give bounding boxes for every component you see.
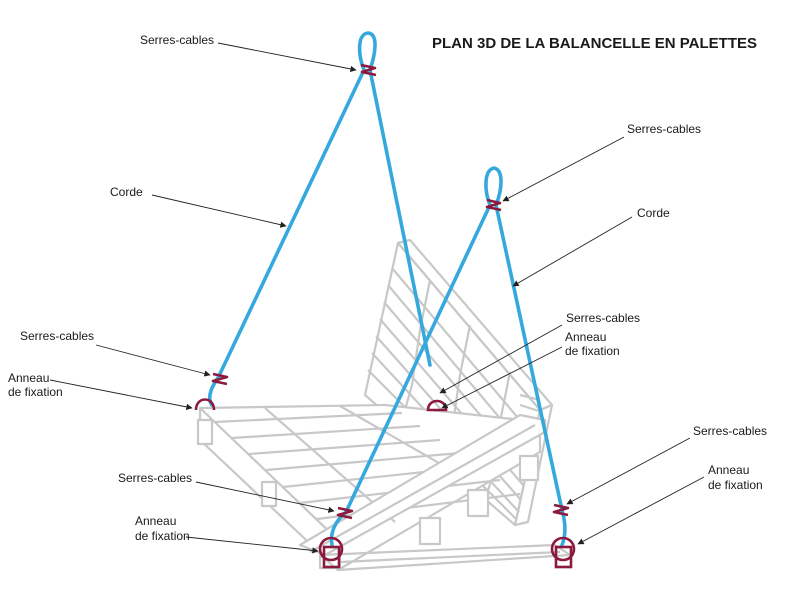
svg-text:Serres-cables: Serres-cables: [118, 471, 192, 485]
diagram-title: PLAN 3D DE LA BALANCELLE EN PALETTES: [432, 35, 757, 52]
label-anneau-middle: Anneau de fixation: [441, 330, 620, 409]
label-serres-cables-top-right: Serres-cables: [502, 122, 701, 202]
label-anneau-left: Anneau de fixation: [8, 371, 193, 410]
label-serres-cables-top-left: Serres-cables: [140, 33, 357, 73]
svg-text:Serres-cables: Serres-cables: [627, 122, 701, 136]
svg-text:Corde: Corde: [110, 185, 143, 199]
label-anneau-right: Anneau de fixation: [577, 463, 763, 545]
label-corde-left: Corde: [110, 185, 287, 228]
svg-text:de fixation: de fixation: [565, 344, 620, 358]
cable-clamp-front-icon: [336, 506, 354, 520]
svg-text:Anneau: Anneau: [565, 330, 606, 344]
svg-text:Anneau: Anneau: [135, 514, 176, 528]
svg-text:de fixation: de fixation: [135, 529, 190, 543]
label-corde-right: Corde: [512, 206, 670, 287]
fixing-ring-front-icon: [318, 536, 344, 569]
label-serres-cables-middle: Serres-cables: [439, 311, 640, 394]
svg-text:Serres-cables: Serres-cables: [140, 33, 214, 47]
svg-text:Serres-cables: Serres-cables: [566, 311, 640, 325]
label-serres-cables-mid-left: Serres-cables: [20, 329, 211, 377]
cable-clamp-top-left-icon: [360, 63, 377, 77]
cable-clamp-top-right-icon: [485, 198, 502, 212]
label-serres-cables-front: Serres-cables: [118, 471, 335, 513]
seat-pallet: [196, 403, 572, 572]
fixing-ring-middle-icon: [426, 399, 448, 412]
cable-clamp-right-icon: [552, 503, 570, 517]
svg-text:Serres-cables: Serres-cables: [693, 424, 767, 438]
svg-text:Corde: Corde: [637, 206, 670, 220]
rope-left: [207, 31, 432, 407]
svg-text:Anneau: Anneau: [708, 463, 749, 477]
fixing-ring-right-icon: [550, 536, 576, 569]
label-anneau-front: Anneau de fixation: [135, 514, 319, 554]
svg-text:Anneau: Anneau: [8, 371, 49, 385]
svg-text:de fixation: de fixation: [708, 478, 763, 492]
cable-clamp-left-icon: [211, 372, 229, 386]
fixing-ring-left-icon: [194, 398, 216, 411]
svg-text:Serres-cables: Serres-cables: [20, 329, 94, 343]
svg-text:de fixation: de fixation: [8, 385, 63, 399]
label-serres-cables-right: Serres-cables: [566, 424, 767, 505]
